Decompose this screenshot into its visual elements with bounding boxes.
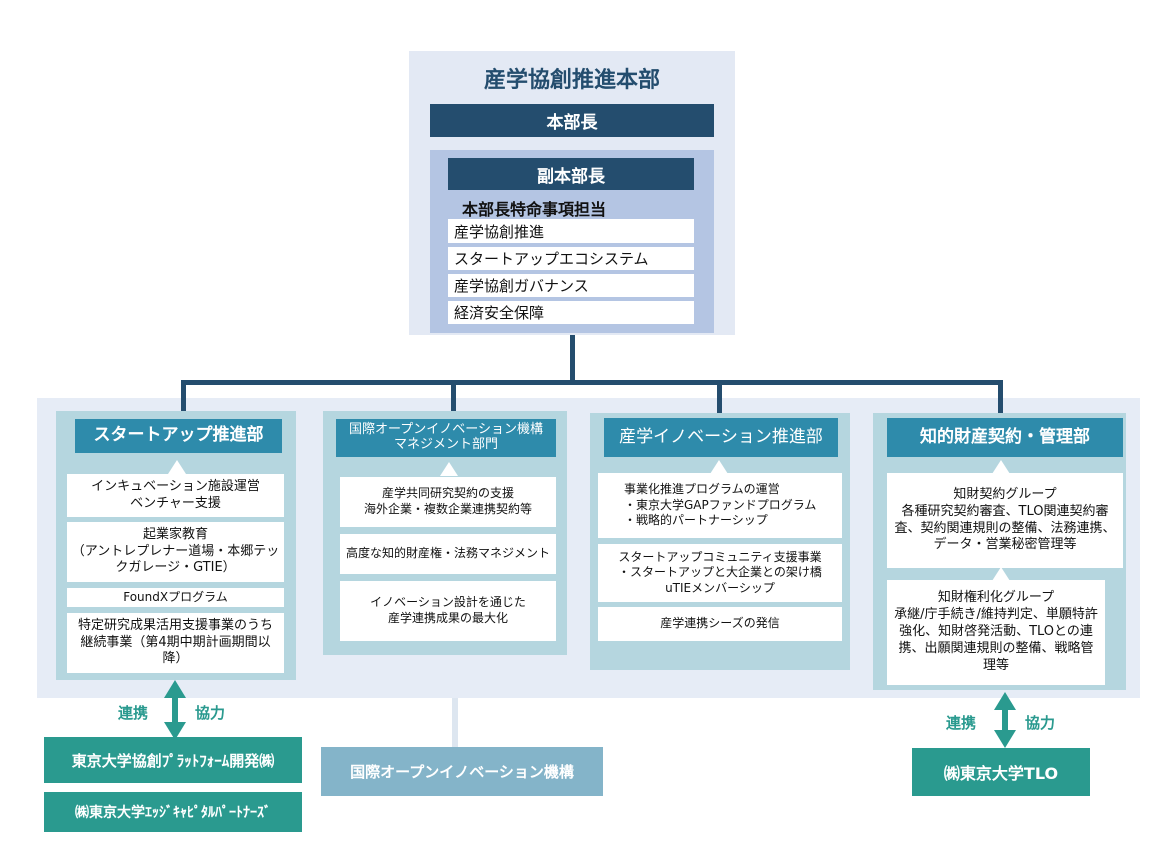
item-text: 海外企業・複数企業連携契約等 xyxy=(363,502,532,516)
list-item: インキュベーション施設運営ベンチャー支援 xyxy=(67,474,284,517)
tlo-box: ㈱東京大学TLO xyxy=(912,748,1090,796)
deputy-box: 副本部長 xyxy=(448,158,694,190)
item-text: スタートアップコミュニティ支援事業 xyxy=(618,549,822,564)
link-label: 協力 xyxy=(1025,714,1056,732)
special-item: 産学協創ガバナンス xyxy=(448,274,694,297)
special-item: 産学協創推進 xyxy=(448,219,694,243)
item-text: FoundXプログラム xyxy=(123,589,228,604)
list-item: 知財権利化グループ承継/庁手続き/維持判定、単願特許強化、知財啓発活動、TLOと… xyxy=(887,580,1105,685)
item-text: ・東京大学GAPファンドプログラム xyxy=(624,497,817,512)
connector xyxy=(570,335,575,385)
pointer xyxy=(992,567,1010,581)
list-item: 産学連携シーズの発信 xyxy=(598,607,842,641)
item-text: 起業家教育 xyxy=(142,526,208,542)
list-item: 起業家教育（アントレプレナー道場・本郷テックガレージ・GTIE） xyxy=(67,522,284,582)
connector xyxy=(181,380,186,412)
dept-ip-header: 知的財産契約・管理部 xyxy=(887,418,1123,457)
oi-connector xyxy=(452,698,458,747)
list-item: 知財契約グループ各種研究契約審査、TLO関連契約審査、契約関連規則の整備、法務連… xyxy=(887,473,1123,568)
item-text: uTIEメンバーシップ xyxy=(665,580,775,595)
hq-title: 産学協創推進本部 xyxy=(483,68,660,93)
list-item: イノベーション設計を通じた産学連携成果の最大化 xyxy=(340,581,556,641)
link-label: 連携 xyxy=(946,714,977,732)
header-line: マネジメント部門 xyxy=(393,437,498,452)
item-text: 産学連携成果の最大化 xyxy=(387,611,508,625)
item-text: ・スタートアップと大企業との架け橋 xyxy=(618,565,822,580)
double-arrow-icon xyxy=(994,692,1016,748)
item-text: ・戦略的パートナーシップ xyxy=(624,513,768,528)
item-text: 知財権利化グループ xyxy=(937,590,1055,606)
item-text: 事業化推進プログラムの運営 xyxy=(624,482,780,497)
item-text: 高度な知的財産権・法務マネジメント xyxy=(345,546,550,561)
pointer xyxy=(168,460,186,474)
list-item: 産学共同研究契約の支援海外企業・複数企業連携契約等 xyxy=(340,477,556,527)
pointer xyxy=(992,460,1010,474)
dept-oi-header: 国際オープンイノベーション機構マネジメント部門 xyxy=(336,419,556,457)
connector xyxy=(181,380,1003,385)
item-text: イノベーション設計を通じた xyxy=(370,595,526,610)
connector xyxy=(998,380,1003,414)
special-item: スタートアップエコシステム xyxy=(448,247,694,270)
list-item: 高度な知的財産権・法務マネジメント xyxy=(340,534,556,574)
link-label: 連携 xyxy=(118,704,149,722)
item-text: 承継/庁手続き/維持判定、単願特許強化、知財啓発活動、TLOとの連携、出願関連規… xyxy=(894,607,1098,673)
list-item: FoundXプログラム xyxy=(67,588,284,607)
special-item: 経済安全保障 xyxy=(448,301,694,324)
connector xyxy=(451,380,456,412)
platform-company-box: 東京大学協創ﾌﾟﾗｯﾄﾌｫｰﾑ開発㈱ xyxy=(44,737,302,783)
pointer xyxy=(440,462,458,476)
item-text: 産学連携シーズの発信 xyxy=(660,616,780,631)
dept-innovation-header: 産学イノベーション推進部 xyxy=(604,418,838,457)
item-text: 各種研究契約審査、TLO関連契約審査、契約関連規則の整備、法務連携、データ・営業… xyxy=(894,503,1116,553)
header-line: 国際オープンイノベーション機構 xyxy=(349,422,543,438)
link-label: 協力 xyxy=(195,704,226,722)
oi-organization-box: 国際オープンイノベーション機構 xyxy=(321,747,603,796)
dept-startup-header: スタートアップ推進部 xyxy=(75,419,282,453)
list-item: 特定研究成果活用支援事業のうち継続事業（第4期中期計画期間以降） xyxy=(67,613,284,673)
connector xyxy=(717,380,722,414)
item-text: ベンチャー支援 xyxy=(130,495,221,511)
edge-capital-box: ㈱東京大学ｴｯｼﾞｷｬﾋﾟﾀﾙﾊﾟｰﾄﾅｰｽﾞ xyxy=(44,792,302,832)
item-text: 産学共同研究契約の支援 xyxy=(381,486,514,501)
item-text: （アントレプレナー道場・本郷テックガレージ・GTIE） xyxy=(71,543,280,576)
pointer xyxy=(710,460,728,474)
list-item: 事業化推進プログラムの運営・東京大学GAPファンドプログラム・戦略的パートナーシ… xyxy=(598,473,842,538)
item-text: 特定研究成果活用支援事業のうち継続事業（第4期中期計画期間以降） xyxy=(77,617,273,667)
item-text: 知財契約グループ xyxy=(953,486,1057,502)
head-box: 本部長 xyxy=(430,104,714,137)
item-text: インキュベーション施設運営 xyxy=(91,478,260,494)
special-label: 本部長特命事項担当 xyxy=(462,200,607,219)
double-arrow-icon xyxy=(164,680,186,740)
